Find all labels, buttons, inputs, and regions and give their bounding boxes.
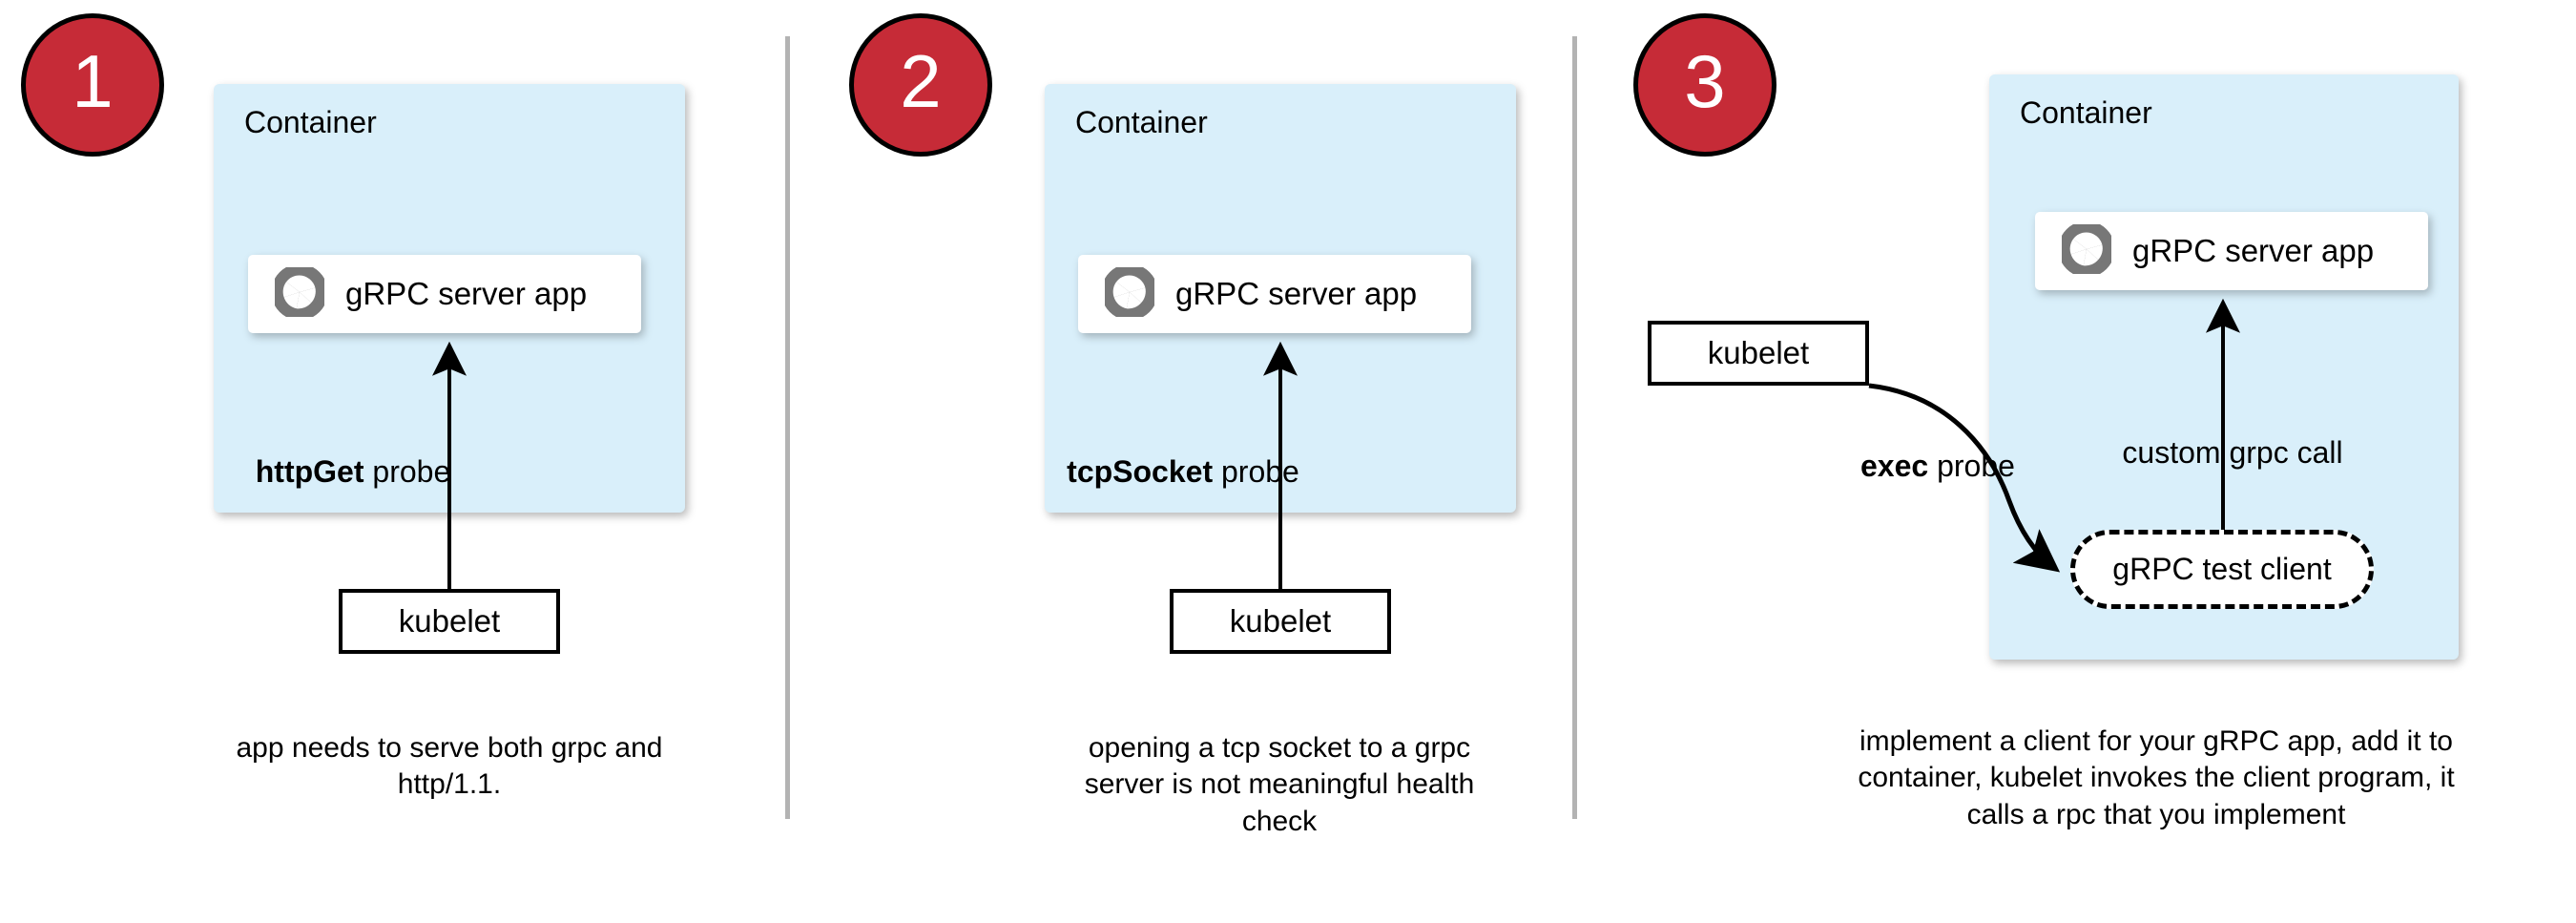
probe-label-1-rest: probe [364, 454, 451, 489]
panel-divider-2 [1572, 36, 1577, 819]
grpc-aperture-icon [271, 263, 328, 322]
step-badge-2-number: 2 [900, 39, 942, 123]
container-label-2: Container [1075, 105, 1208, 139]
panel-divider-1 [785, 36, 790, 819]
container-label-1: Container [244, 105, 377, 139]
step-badge-3: 3 [1633, 13, 1776, 157]
grpc-server-card-1-label: gRPC server app [345, 276, 588, 311]
probe-label-3-strong: exec [1860, 449, 1929, 483]
probe-label-1-strong: httpGet [255, 454, 364, 489]
kubelet-box-3: kubelet [1648, 321, 1869, 386]
grpc-server-card-3-label: gRPC server app [2132, 233, 2375, 268]
step-badge-2: 2 [849, 13, 992, 157]
kubelet-box-1-label: kubelet [398, 603, 501, 639]
container-label-3: Container [2020, 95, 2152, 130]
grpc-server-card-2-label: gRPC server app [1175, 276, 1418, 311]
panel-caption-2: opening a tcp socket to a grpc server is… [1084, 732, 1475, 837]
grpc-test-client-pill: gRPC test client [2070, 530, 2374, 609]
grpc-aperture-icon [2058, 220, 2115, 279]
custom-grpc-call-text: custom grpc call [2122, 435, 2343, 470]
probe-label-2-strong: tcpSocket [1067, 454, 1214, 489]
probe-label-1: httpGet probe [172, 454, 534, 490]
kubelet-box-2: kubelet [1170, 589, 1391, 654]
step-badge-1: 1 [21, 13, 164, 157]
grpc-aperture-icon [1101, 263, 1158, 322]
probe-label-2: tcpSocket probe [1002, 454, 1364, 490]
grpc-server-card-2: gRPC server app [1078, 255, 1471, 333]
kubelet-box-1: kubelet [339, 589, 560, 654]
panel-caption-3: implement a client for your gRPC app, ad… [1858, 725, 2455, 830]
panel-caption-1: app needs to serve both grpc and http/1.… [236, 732, 663, 801]
kubelet-box-3-label: kubelet [1707, 335, 1810, 370]
step-badge-3-number: 3 [1684, 39, 1726, 123]
grpc-server-card-3: gRPC server app [2035, 212, 2428, 290]
step-badge-1-number: 1 [72, 39, 114, 123]
kubelet-box-2-label: kubelet [1229, 603, 1332, 639]
grpc-test-client-label: gRPC test client [2112, 552, 2332, 586]
probe-label-3-rest: probe [1928, 449, 2015, 483]
custom-grpc-call-label: custom grpc call [2061, 435, 2404, 471]
probe-label-2-rest: probe [1213, 454, 1299, 489]
grpc-server-card-1: gRPC server app [248, 255, 641, 333]
